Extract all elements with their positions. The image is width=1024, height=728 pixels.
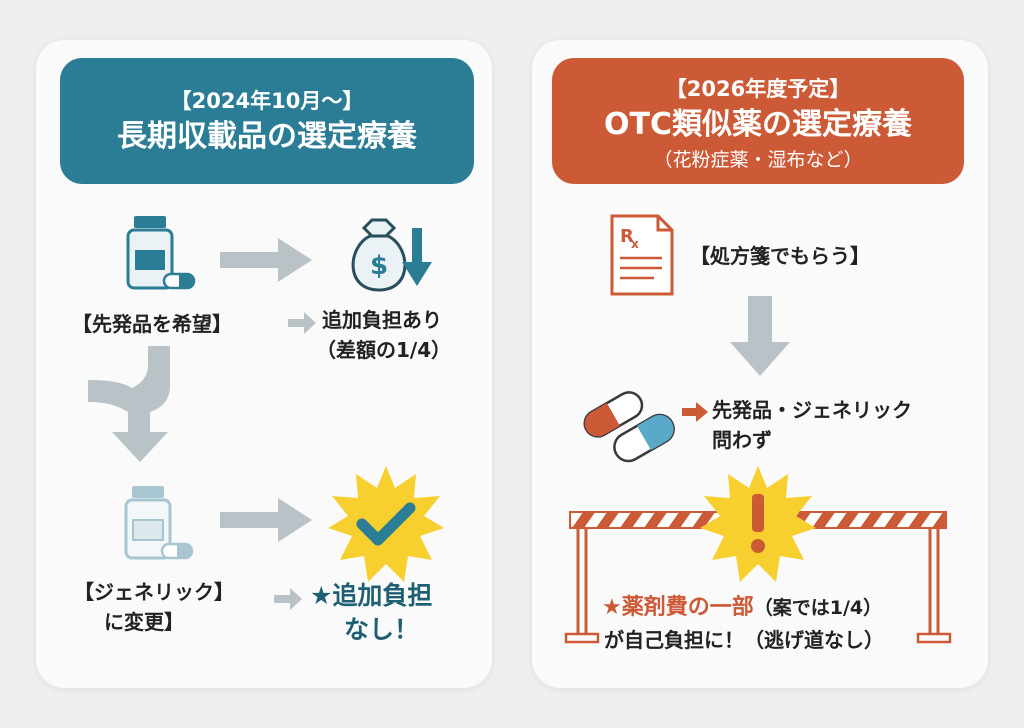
pill-result-line2: 問わず	[712, 428, 772, 452]
brand-result-line2: （差額の1/4）	[316, 338, 452, 362]
generic-result-line2: なし！	[344, 615, 420, 644]
warning-line1: ★薬剤費の一部（案では1/4）	[602, 594, 882, 622]
prescription-label: 【処方箋でもらう】	[690, 244, 870, 268]
pill-result-line1: 先発品・ジェネリック	[712, 398, 912, 422]
prescription-icon: R x	[610, 214, 674, 296]
brand-choice-label: 【先発品を希望】	[72, 312, 232, 336]
generic-bottle-icon	[124, 486, 194, 560]
left-header-subtitle: 【2024年10月～】	[170, 89, 364, 113]
small-arrow-orange-icon	[682, 402, 708, 422]
right-header: 【2026年度予定】 OTC類似薬の選定療養 （花粉症薬・湿布など）	[552, 58, 964, 184]
curved-arrow-icon	[88, 346, 170, 462]
brand-result-line1: 追加負担あり	[322, 308, 442, 332]
warning-ratio: （案では1/4）	[753, 597, 883, 619]
generic-result-line1: ★追加負担	[310, 581, 433, 610]
capsule-icon	[583, 391, 675, 463]
arrow-down-icon	[730, 296, 790, 376]
right-header-subtitle: 【2026年度予定】	[665, 77, 851, 101]
warning-line2: が自己負担に！（逃げ道なし）	[604, 628, 884, 652]
left-header-title: 長期収載品の選定療養	[117, 119, 417, 154]
generic-label-line1: 【ジェネリック】	[74, 580, 234, 604]
right-header-title: OTC類似薬の選定療養	[604, 107, 912, 142]
left-header: 【2024年10月～】 長期収載品の選定療養	[60, 58, 474, 184]
small-arrow-icon	[288, 312, 316, 334]
money-bag-icon: $	[351, 218, 432, 292]
small-arrow-icon-2	[274, 588, 302, 610]
right-header-note: （花粉症薬・湿布など）	[653, 149, 863, 171]
check-burst-icon	[328, 466, 444, 582]
warning-burst-icon	[700, 466, 816, 582]
svg-text:R: R	[620, 226, 634, 247]
generic-label-line2: に変更】	[104, 610, 184, 634]
medicine-bottle-icon	[126, 216, 196, 290]
svg-text:x: x	[631, 237, 639, 251]
warning-emphasis: ★薬剤費の一部	[602, 595, 754, 620]
svg-text:$: $	[370, 251, 388, 281]
arrow-right-icon	[220, 238, 312, 282]
arrow-right-icon-2	[220, 498, 312, 542]
